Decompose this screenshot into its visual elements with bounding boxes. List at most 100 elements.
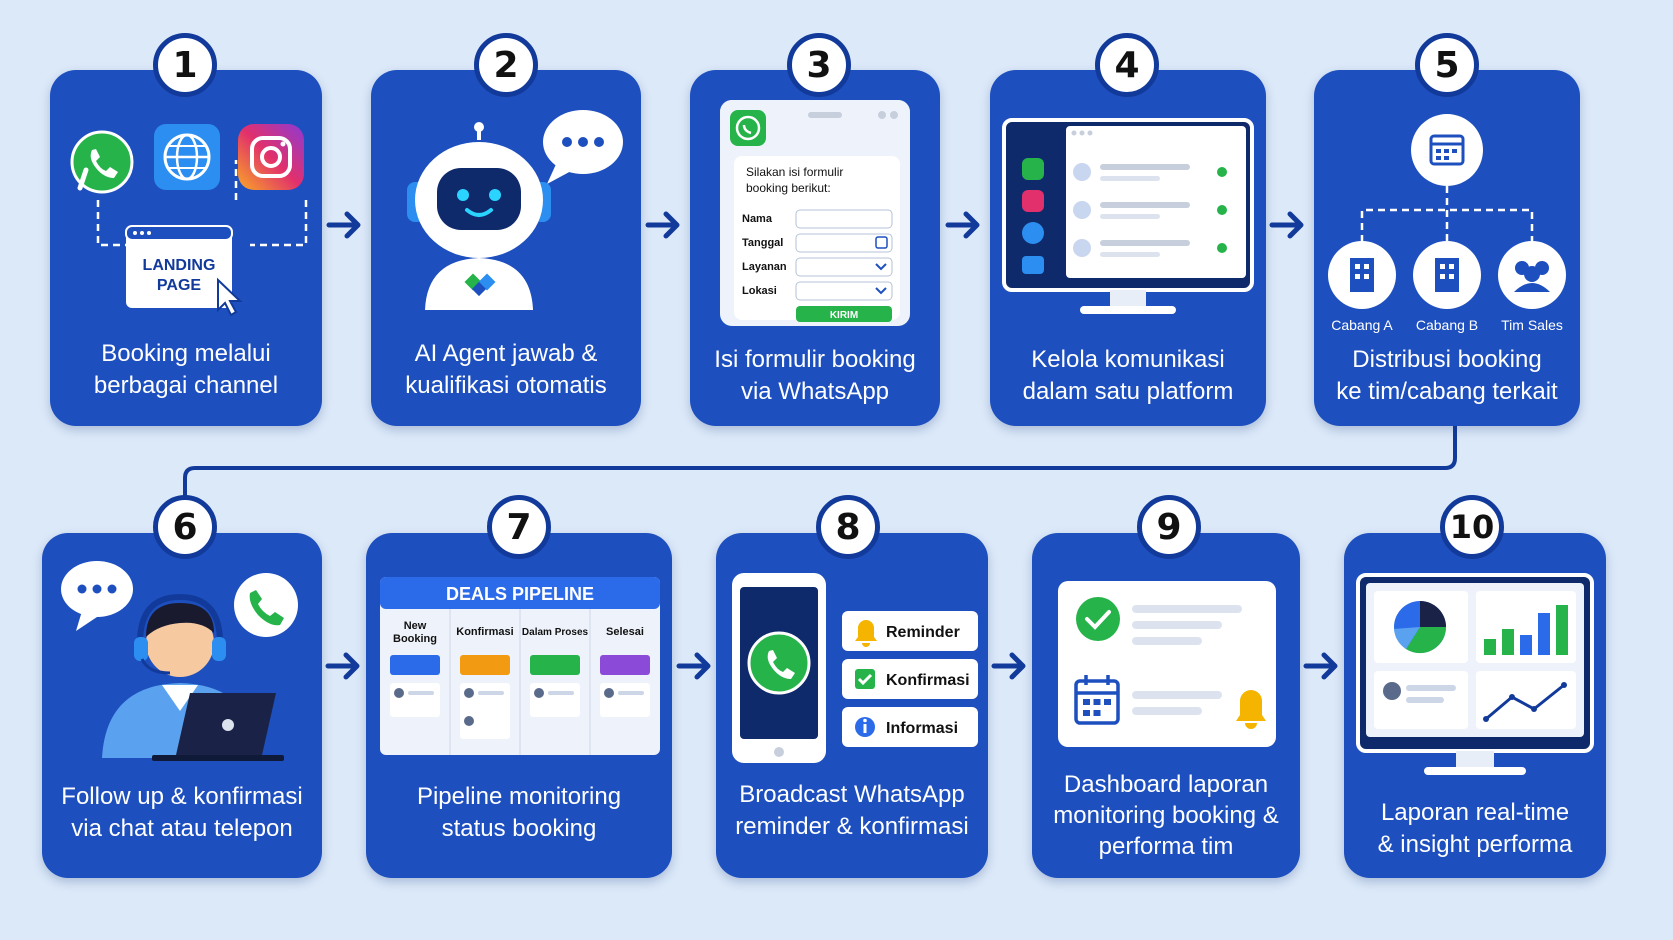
smartphone-icon bbox=[732, 573, 826, 763]
email-icon bbox=[1022, 256, 1044, 274]
field-label-lokasi: Lokasi bbox=[742, 285, 777, 297]
kirim-button[interactable] bbox=[796, 306, 892, 322]
step-6-caption: Follow up & konfirmasi via chat atau tel… bbox=[42, 781, 322, 845]
caption-line: AI Agent jawab & bbox=[414, 340, 598, 367]
pipeline-title: DEALS PIPELINE bbox=[446, 584, 594, 604]
whatsapp-icon bbox=[1022, 158, 1044, 180]
caption-line: Pipeline monitoring bbox=[416, 783, 622, 810]
globe-icon bbox=[1022, 222, 1044, 244]
building-icon bbox=[1413, 241, 1481, 309]
caption-line: Booking melalui bbox=[101, 340, 271, 367]
caption-line: Broadcast WhatsApp bbox=[739, 781, 965, 808]
laptop-icon bbox=[152, 693, 284, 761]
landing-page-window: LANDING PAGE bbox=[125, 225, 243, 317]
branch-label-sales: Tim Sales bbox=[1501, 317, 1563, 333]
field-label-layanan: Layanan bbox=[742, 261, 787, 273]
form-intro-2: booking berikut: bbox=[746, 181, 831, 195]
caption-line: Isi formulir booking bbox=[714, 346, 916, 373]
phone-icon bbox=[234, 573, 298, 637]
konfirmasi-message bbox=[842, 659, 978, 699]
step-9-illustration bbox=[1058, 581, 1276, 747]
arrow-right-icon bbox=[1269, 211, 1304, 239]
building-icon bbox=[1328, 241, 1396, 309]
field-label-nama: Nama bbox=[742, 213, 773, 225]
chat-bubble-icon bbox=[61, 561, 133, 631]
pie-chart-icon bbox=[1394, 601, 1447, 654]
whatsapp-icon bbox=[747, 631, 811, 695]
caption-line: via WhatsApp bbox=[740, 378, 890, 405]
step-1-caption: Booking melalui berbagai channel bbox=[50, 338, 322, 402]
layanan-select[interactable] bbox=[795, 257, 893, 277]
caption-line: & insight performa bbox=[1377, 831, 1573, 858]
caption-line: dalam satu platform bbox=[1022, 378, 1234, 405]
calendar-icon bbox=[1074, 675, 1120, 725]
caption-line: Dashboard laporan bbox=[1063, 771, 1269, 798]
step-5-caption: Distribusi booking ke tim/cabang terkait bbox=[1314, 344, 1580, 408]
form-intro-1: Silakan isi formulir bbox=[746, 165, 843, 179]
step-10-card: Laporan real-time & insight performa bbox=[1344, 533, 1606, 878]
arrow-right-icon bbox=[325, 652, 360, 680]
step-8-card: Broadcast WhatsApp reminder & konfirmasi… bbox=[716, 533, 988, 878]
line-chart-icon bbox=[1485, 683, 1565, 721]
caption-line: berbagai channel bbox=[93, 372, 279, 399]
step-8-caption: Broadcast WhatsApp reminder & konfirmasi bbox=[716, 779, 988, 843]
step-2-badge: 2 bbox=[474, 33, 538, 97]
caption-line: Laporan real-time bbox=[1380, 799, 1570, 826]
step-3-illustration: Silakan isi formulir booking berikut: Na… bbox=[720, 100, 910, 326]
chevron-down-icon bbox=[875, 263, 887, 271]
step-8-illustration: Reminder Konfirmasi Informasi bbox=[732, 573, 978, 763]
caption-line: performa tim bbox=[1098, 833, 1234, 860]
step-3-card: Isi formulir booking via WhatsApp Silaka… bbox=[690, 70, 940, 426]
bell-icon bbox=[855, 620, 877, 647]
pipeline-col-konfirmasi: Konfirmasi bbox=[456, 626, 513, 638]
reminder-label: Reminder bbox=[886, 624, 960, 641]
step-4-illustration bbox=[1002, 118, 1254, 314]
kirim-label: KIRIM bbox=[830, 310, 858, 321]
arrow-right-icon bbox=[645, 211, 680, 239]
chevron-down-icon bbox=[875, 287, 887, 295]
step-6-badge: 6 bbox=[153, 495, 217, 559]
step-2-caption: AI Agent jawab & kualifikasi otomatis bbox=[371, 338, 641, 402]
pipeline-col-new-2: Booking bbox=[393, 633, 437, 645]
nama-input[interactable] bbox=[795, 209, 893, 229]
step-2-illustration bbox=[407, 110, 623, 310]
calendar-icon bbox=[1411, 114, 1483, 186]
arrow-right-icon bbox=[1303, 652, 1338, 680]
step-10-caption: Laporan real-time & insight performa bbox=[1344, 797, 1606, 861]
robot-icon bbox=[407, 122, 551, 310]
step-6-card: Follow up & konfirmasi via chat atau tel… bbox=[42, 533, 322, 878]
step-4-card: Kelola komunikasi dalam satu platform bbox=[990, 70, 1266, 426]
arrow-right-icon bbox=[945, 211, 980, 239]
check-icon bbox=[1076, 597, 1120, 641]
instagram-icon bbox=[1022, 190, 1044, 212]
step-7-card: Pipeline monitoring status booking DEALS… bbox=[366, 533, 672, 878]
step-3-caption: Isi formulir booking via WhatsApp bbox=[690, 344, 940, 408]
arrow-right-icon bbox=[676, 652, 711, 680]
conversation-list bbox=[1073, 163, 1227, 257]
caption-line: Distribusi booking bbox=[1352, 346, 1542, 373]
step-7-illustration: DEALS PIPELINE New Booking Konfirmasi Da… bbox=[380, 577, 660, 755]
whatsapp-icon bbox=[730, 110, 766, 146]
tanggal-input[interactable] bbox=[795, 233, 893, 253]
arrow-right-icon bbox=[326, 211, 361, 239]
branch-label-b: Cabang B bbox=[1416, 317, 1478, 333]
informasi-label: Informasi bbox=[886, 720, 958, 737]
globe-icon bbox=[154, 124, 220, 190]
whatsapp-icon bbox=[70, 130, 134, 194]
step-5-badge: 5 bbox=[1415, 33, 1479, 97]
step-4-badge: 4 bbox=[1095, 33, 1159, 97]
step-9-caption: Dashboard laporan monitoring booking & p… bbox=[1032, 769, 1300, 862]
step-10-illustration bbox=[1356, 573, 1594, 775]
field-label-tanggal: Tanggal bbox=[742, 237, 783, 249]
step-10-badge: 10 bbox=[1440, 495, 1504, 559]
step-2-card: AI Agent jawab & kualifikasi otomatis bbox=[371, 70, 641, 426]
headset-agent-icon bbox=[102, 593, 284, 761]
pipeline-col-selesai: Selesai bbox=[606, 626, 644, 638]
lokasi-select[interactable] bbox=[795, 281, 893, 301]
pipeline-col-proses: Dalam Proses bbox=[522, 627, 589, 638]
team-icon bbox=[1498, 241, 1566, 309]
bell-icon bbox=[1236, 690, 1266, 729]
informasi-message bbox=[842, 707, 978, 747]
landing-label-1: LANDING bbox=[143, 257, 216, 274]
